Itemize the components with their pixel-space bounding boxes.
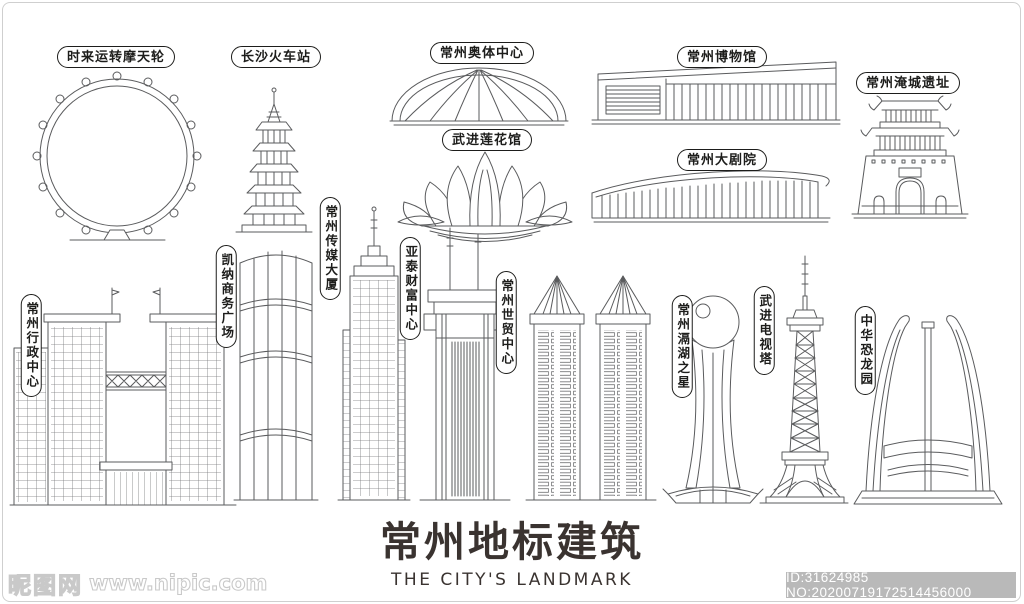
poster-title-en: THE CITY'S LANDMARK (391, 570, 633, 591)
poster-title-cn: 常州地标建筑 (380, 518, 644, 566)
kaina-plaza-drawing (233, 250, 319, 501)
label-yancheng-ruins: 常州淹城遗址 (855, 72, 961, 94)
gehu-star-drawing (662, 295, 764, 504)
label-gehu-star: 常州滆湖之星 (671, 295, 693, 398)
label-tv-tower: 武进电视塔 (753, 286, 775, 375)
label-admin-center: 常州行政中心 (20, 294, 42, 397)
world-trade-center-drawing (525, 275, 657, 501)
yancheng-gate-drawing (851, 95, 969, 219)
label-media-tower: 常州传媒大厦 (319, 197, 341, 300)
nipic-url: www.nipic.com (88, 570, 268, 595)
stock-id-bar: ID:31624985 NO:20200719172514456000 (786, 570, 1016, 600)
label-railway-station: 长沙火车站 (230, 46, 322, 68)
label-dinosaur-park: 中华恐龙园 (854, 306, 876, 395)
label-world-trade-center: 常州世贸中心 (495, 271, 517, 374)
tv-tower-drawing (759, 255, 849, 504)
label-lotus-hall: 武进莲花馆 (441, 129, 533, 151)
media-tower-drawing (337, 206, 411, 501)
lotus-hall-drawing (397, 151, 573, 242)
label-ferris-wheel: 时来运转摩天轮 (56, 46, 176, 68)
label-kaina-plaza: 凯纳商务广场 (215, 245, 237, 348)
label-grand-theatre: 常州大剧院 (676, 149, 768, 171)
dinosaur-park-drawing (853, 315, 1003, 505)
label-museum: 常州博物馆 (676, 46, 768, 68)
olympic-center-drawing (389, 67, 569, 126)
label-olympic-center: 常州奥体中心 (429, 42, 535, 64)
museum-drawing (591, 61, 841, 125)
admin-center-drawing (9, 287, 237, 506)
ferris-wheel-drawing (32, 71, 202, 241)
nipic-logo: 昵图网 (7, 572, 83, 599)
pagoda-drawing (235, 87, 313, 233)
site-watermark: 昵图网 www.nipic.com (7, 566, 268, 600)
label-yatai-center: 亚泰财富中心 (399, 237, 421, 340)
stock-id-text: ID:31624985 NO:20200719172514456000 (786, 570, 972, 600)
title-block: 常州地标建筑 THE CITY'S LANDMARK (0, 518, 1024, 591)
grand-theatre-drawing (591, 170, 831, 223)
